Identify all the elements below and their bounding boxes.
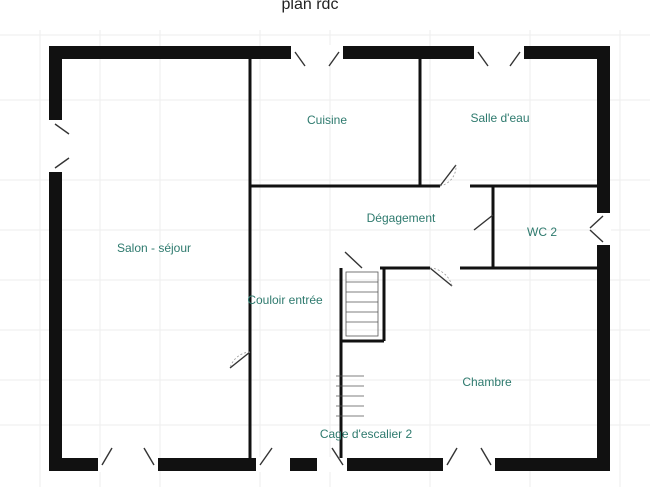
- room-label-degagement: Dégagement: [367, 211, 436, 225]
- staircase: [336, 271, 379, 417]
- room-label-salle-eau: Salle d'eau: [470, 111, 529, 125]
- room-label-couloir: Couloir entrée: [247, 293, 323, 307]
- room-label-chambre: Chambre: [462, 375, 512, 389]
- interior-walls: [248, 59, 597, 458]
- door-swings: [54, 51, 604, 466]
- room-label-cage-escalier: Cage d'escalier 2: [320, 427, 413, 441]
- room-label-wc: WC 2: [527, 225, 557, 239]
- exterior-openings: [48, 45, 611, 472]
- room-label-salon: Salon - séjour: [117, 241, 191, 255]
- background-grid: [0, 30, 650, 487]
- plan-title: plan rdc: [281, 0, 339, 13]
- room-label-cuisine: Cuisine: [307, 113, 347, 127]
